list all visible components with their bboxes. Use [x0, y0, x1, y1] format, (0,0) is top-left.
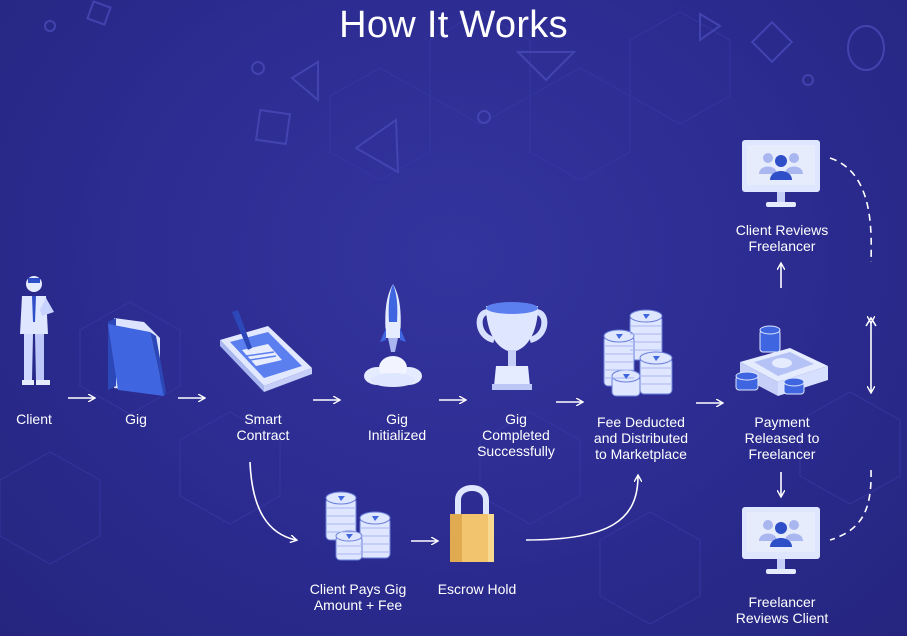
businessman-icon — [20, 276, 54, 385]
step-label-fee-deducted: Fee Deducted and Distributed to Marketpl… — [593, 414, 689, 462]
monitor-users-icon — [742, 140, 820, 207]
trophy-icon — [476, 302, 548, 390]
step-label-gig-initialized: Gig Initialized — [367, 411, 427, 443]
step-label-smart-contract: Smart Contract — [236, 411, 290, 443]
monitor-users-icon — [742, 507, 820, 574]
step-label-client: Client — [16, 411, 52, 427]
cash-stack-icon — [735, 325, 828, 396]
tablet-signing-icon — [220, 310, 312, 392]
folder-icon — [108, 318, 166, 396]
coin-stacks-icon — [325, 491, 391, 561]
step-label-payment-released: Payment Released to Freelancer — [744, 414, 820, 462]
step-label-freelancer-reviews: Freelancer Reviews Client — [735, 594, 829, 626]
step-label-escrow-hold: Escrow Hold — [437, 581, 517, 597]
step-label-client-reviews: Client Reviews Freelancer — [735, 222, 829, 254]
step-label-gig: Gig — [125, 411, 147, 427]
rocket-icon — [364, 284, 422, 387]
step-label-client-pays: Client Pays Gig Amount + Fee — [309, 581, 407, 613]
step-label-gig-completed: Gig Completed Successfully — [477, 411, 555, 459]
coin-stacks-icon — [603, 309, 673, 397]
padlock-icon — [450, 485, 494, 562]
page-title: How It Works — [339, 4, 568, 46]
